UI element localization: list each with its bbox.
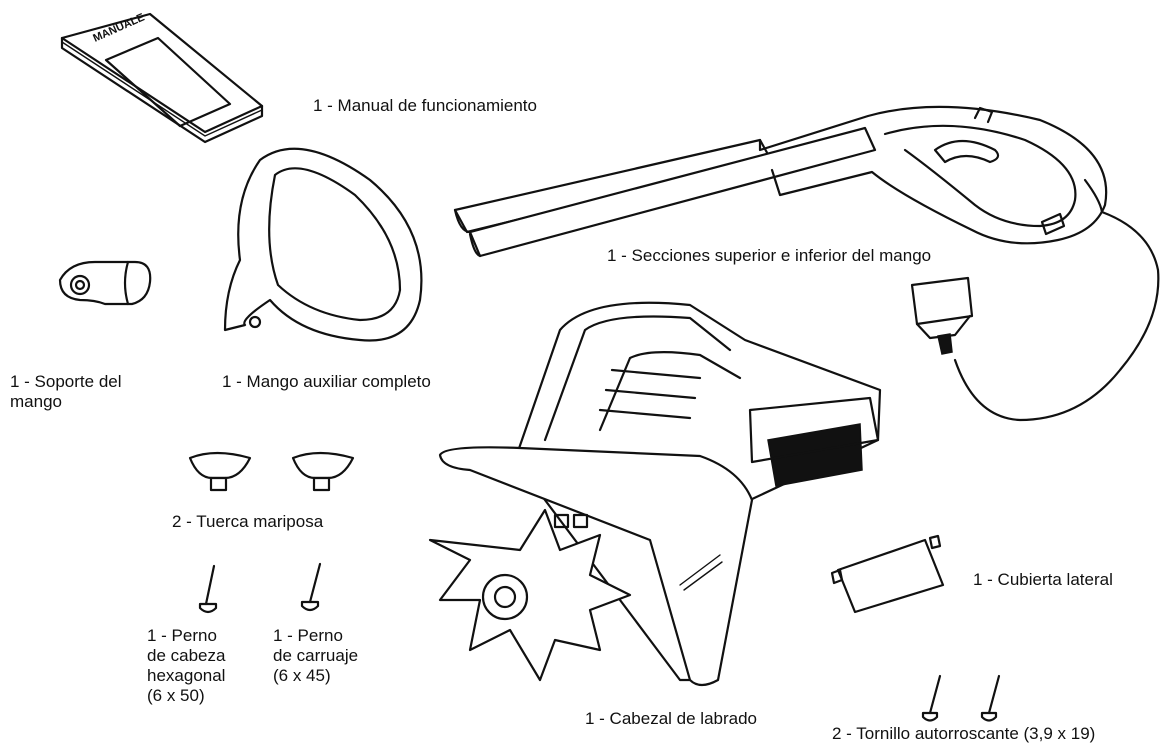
hex-bolt-label: 1 - Perno de cabeza hexagonal (6 x 50) (147, 626, 226, 705)
self-tapping-screw-illustration-2 (980, 674, 1001, 722)
hex-bolt-illustration (198, 564, 218, 614)
carriage-bolt-illustration (300, 562, 322, 612)
wing-nut-label: 2 - Tuerca mariposa (172, 512, 324, 531)
wing-nut-illustration-1 (188, 451, 252, 492)
self-tapping-screw-label: 2 - Tornillo autorroscante (3,9 x 19) (832, 724, 1096, 743)
manual-label: 1 - Manual de funcionamiento (313, 96, 537, 115)
aux-handle-illustration (223, 147, 423, 342)
manual-illustration: MANUALE (60, 11, 264, 144)
carriage-bolt-label: 1 - Perno de carruaje (6 x 45) (273, 626, 359, 685)
aux-handle-label: 1 - Mango auxiliar completo (222, 372, 431, 391)
handle-sections-label: 1 - Secciones superior e inferior del ma… (607, 246, 932, 265)
handle-bracket-illustration (58, 260, 152, 306)
tiller-head-illustration (428, 301, 882, 687)
wing-nut-illustration-2 (291, 451, 355, 492)
side-cover-label: 1 - Cubierta lateral (973, 570, 1113, 589)
self-tapping-screw-illustration-1 (921, 674, 942, 722)
handle-bracket-label: 1 - Soporte del mango (10, 372, 122, 411)
side-cover-illustration (830, 534, 945, 614)
handle-sections-illustration (453, 105, 1160, 422)
tiller-head-label: 1 - Cabezal de labrado (585, 709, 758, 728)
